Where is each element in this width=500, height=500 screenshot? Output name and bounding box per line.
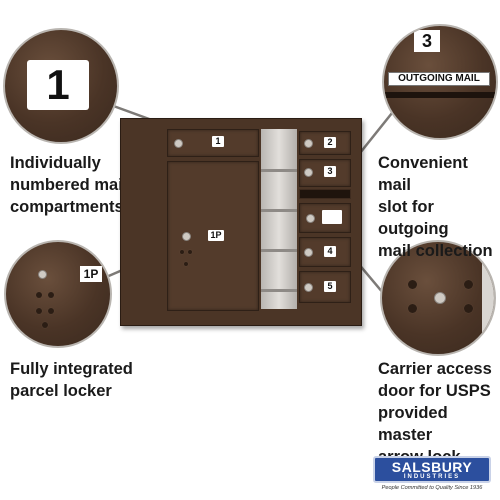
- rivet-icon: [42, 322, 48, 328]
- parcel-locker-label: 1P: [80, 266, 102, 282]
- compartment-1-door[interactable]: 1: [167, 129, 259, 157]
- salsbury-logo: SALSBURY INDUSTRIES People Committed to …: [373, 456, 491, 491]
- door-edge: [482, 242, 494, 354]
- rivet-icon: [464, 280, 473, 289]
- rivet-icon: [184, 262, 188, 266]
- logo-box: SALSBURY INDUSTRIES: [373, 456, 491, 483]
- rivet-icon: [36, 308, 42, 314]
- parcel-locker-label: 1P: [208, 230, 224, 241]
- outgoing-mail-slot[interactable]: [299, 189, 351, 199]
- usps-plate: [322, 210, 342, 224]
- rivet-icon: [188, 250, 192, 254]
- zoom-circle-parcel-locker: 1P: [4, 240, 112, 348]
- callout-outgoing-slot: Convenient mail slot for outgoing mail c…: [378, 154, 493, 260]
- compartment-3-label: 3: [324, 166, 336, 177]
- compartment-3-door[interactable]: 3: [299, 159, 351, 187]
- lock-icon: [182, 232, 191, 241]
- rivet-icon: [180, 250, 184, 254]
- rivet-icon: [464, 304, 473, 313]
- arrow-lock-icon: [306, 214, 315, 223]
- rivet-icon: [408, 304, 417, 313]
- callout-carrier-access: Carrier access door for USPS provided ma…: [378, 360, 492, 466]
- lock-icon: [304, 168, 313, 177]
- compartment-4-door[interactable]: 4: [299, 237, 351, 267]
- cabinet-interior: [261, 129, 297, 309]
- zoom-circle-carrier-lock: [380, 240, 496, 356]
- lock-icon: [304, 139, 313, 148]
- compartment-5-label: 5: [324, 281, 336, 292]
- logo-sub: INDUSTRIES: [403, 474, 461, 480]
- mail-slot: [384, 92, 496, 98]
- zoom-number-3: 3: [414, 30, 440, 52]
- rivet-icon: [48, 308, 54, 314]
- compartment-number-plate: 1: [27, 60, 89, 110]
- lock-icon: [174, 139, 183, 148]
- rivet-icon: [408, 280, 417, 289]
- callout-parcel-locker: Fully integrated parcel locker: [10, 360, 133, 400]
- rivet-icon: [36, 292, 42, 298]
- compartment-5-door[interactable]: 5: [299, 271, 351, 303]
- compartment-1-label: 1: [212, 136, 224, 147]
- parcel-locker-door[interactable]: 1P: [167, 161, 259, 311]
- outgoing-mail-plate: OUTGOING MAIL: [388, 72, 490, 86]
- zoom-circle-compartment-number: 1: [3, 28, 119, 144]
- compartment-2-label: 2: [324, 137, 336, 148]
- callout-numbered-compartments: Individually numbered mail compartments: [10, 154, 128, 216]
- lock-icon: [304, 248, 313, 257]
- lock-icon: [38, 270, 47, 279]
- lock-icon: [304, 283, 313, 292]
- logo-tagline: People Committed to Quality Since 1936: [381, 485, 483, 491]
- mailbox-cabinet: 1 1P 2 3 4 5: [120, 118, 362, 326]
- rivet-icon: [48, 292, 54, 298]
- zoom-circle-outgoing-mail: 3 OUTGOING MAIL: [382, 24, 498, 140]
- logo-name: SALSBURY: [391, 459, 473, 475]
- arrow-lock-icon: [434, 292, 446, 304]
- compartment-2-door[interactable]: 2: [299, 131, 351, 155]
- carrier-access-door[interactable]: [299, 203, 351, 233]
- compartment-4-label: 4: [324, 246, 336, 257]
